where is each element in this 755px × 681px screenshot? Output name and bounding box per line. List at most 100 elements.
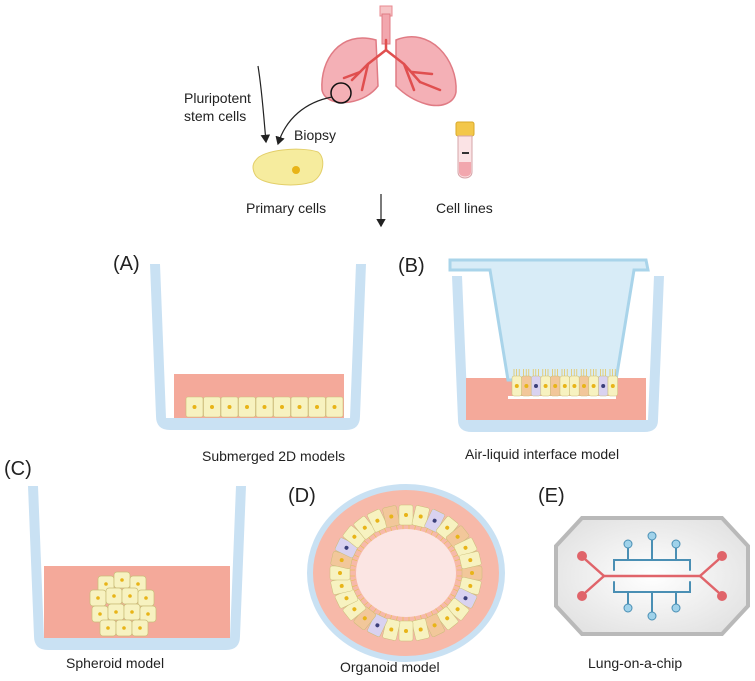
cilium [352,559,358,561]
cilium [363,540,369,545]
organoid-cell [367,509,388,536]
cilium [378,530,382,536]
nucleus [389,514,394,519]
nucleus [362,525,367,530]
panel-d-letter: (D) [288,485,316,507]
organoid-cell [435,604,459,630]
nucleus [534,384,538,388]
nucleus [104,582,108,586]
panel-a-caption: Submerged 2D models [202,448,345,464]
cilium [384,612,387,618]
cilium [439,537,444,542]
cilium [356,549,362,552]
panel-a: (A) Submerged 2D models [113,253,366,464]
panel-c-caption: Spheroid model [66,655,164,671]
right-lung [395,36,457,107]
nucleus-icon [292,166,300,174]
cilium [425,612,428,618]
cilium [435,608,439,613]
nucleus [130,610,134,614]
nucleus [210,405,214,409]
cilium [430,530,434,536]
cilium [396,615,398,621]
nucleus [136,582,140,586]
nucleus [432,518,437,523]
nucleus [445,525,450,530]
cilium [360,545,365,549]
nucleus [339,583,344,588]
cilium [439,604,444,609]
nucleus [375,623,380,628]
cilium [356,594,362,597]
cilium [354,554,359,558]
nucleus [138,626,142,630]
cilium [430,610,434,616]
cell-layer-b [511,369,618,397]
nucleus [404,629,408,633]
cilium [373,608,377,613]
cilium [425,528,428,534]
panel-a-letter: (A) [113,253,140,275]
cilium [443,601,449,606]
nucleus [315,405,319,409]
nucleus [338,571,342,575]
nucleus [455,534,460,539]
nucleus [404,513,408,517]
cilium [354,588,359,592]
insert-b [448,258,650,382]
cilium [454,559,460,561]
cilium [447,545,452,549]
primary-cells-label: Primary cells [246,200,326,216]
nucleus [418,514,423,519]
cilium [368,604,373,609]
cilium [450,549,456,552]
cilium [360,597,365,601]
insert-membrane-b [508,396,616,399]
cilium [453,588,458,592]
organoid-cell [411,614,430,641]
panel-b-letter: (B) [398,255,425,277]
organoid-cell [424,610,445,637]
cilium [363,601,369,606]
organoid-cell [443,597,470,621]
organoid-cell [382,614,401,641]
cilium [384,528,387,534]
chip-red-channel [584,558,720,594]
panel-b-caption: Air-liquid interface model [465,446,619,462]
organoid-cell [435,516,459,542]
nucleus [553,384,558,388]
cilium [378,610,382,616]
cilium [350,579,356,582]
cilium [396,525,398,531]
nucleus [572,384,577,388]
nucleus [352,534,357,539]
nucleus [468,558,473,563]
lungs-illustration [321,5,457,107]
organoid-cell [353,516,377,542]
nucleus [339,558,344,563]
panel-e-letter: (E) [538,485,565,507]
airway-tree [342,38,442,92]
cilium [443,540,449,545]
nucleus [227,405,232,409]
nucleus [470,571,474,575]
nucleus [524,384,529,388]
biopsy-arrow [275,96,333,146]
cilium [414,525,416,531]
chip-red-ports [577,551,727,601]
cilium [368,537,373,542]
nucleus [120,578,124,582]
organoid-lumen [356,529,456,617]
nucleus [463,596,468,601]
nucleus [514,384,519,388]
nucleus [332,405,337,409]
nucleus [375,518,380,523]
primary-cell-icon [252,148,324,186]
nucleus [297,405,302,409]
cilium [414,615,416,621]
organoid-cell [454,551,482,570]
nucleus [543,384,548,388]
cilium [456,564,462,567]
pluripotent-arrow [257,65,271,144]
